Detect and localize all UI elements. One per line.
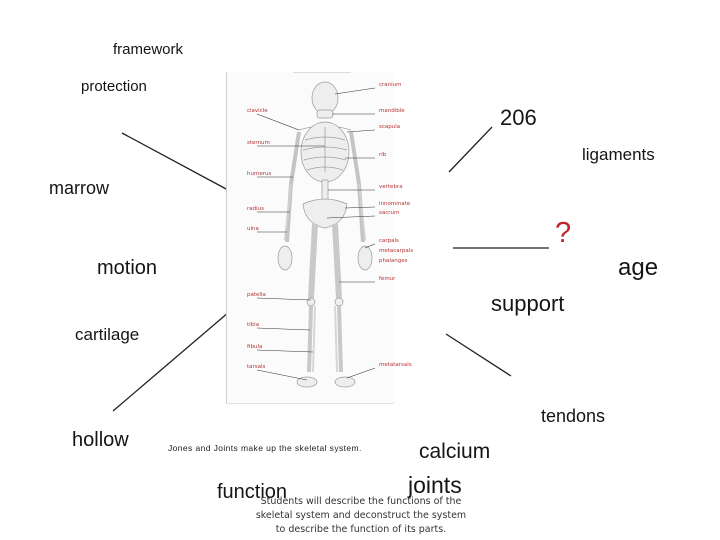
question-mark: ?: [555, 219, 571, 248]
word-cartilage: cartilage: [75, 325, 139, 345]
bone-label-tibia: tibia: [247, 322, 259, 328]
bone-label-phalanges: phalanges: [379, 258, 407, 264]
bone-label-metatarsals: metatarsals: [379, 362, 412, 368]
word-age: age: [618, 254, 658, 282]
bone-label-fibula: fibula: [247, 344, 262, 350]
bone-label-carpals: carpals: [379, 238, 399, 244]
bone-label-sacrum: sacrum: [379, 210, 399, 216]
word-hollow: hollow: [72, 429, 129, 452]
skeleton-drawing: [227, 72, 394, 403]
diagram-caption: Jones and Joints make up the skeletal sy…: [168, 443, 362, 453]
bone-label-innominate: innominate: [379, 201, 410, 207]
connector-line-206: [449, 127, 492, 172]
bone-label-femur: femur: [379, 276, 395, 282]
bone-label-tarsals: tarsals: [247, 364, 265, 370]
word-motion: motion: [97, 257, 157, 280]
bone-label-radius: radius: [247, 206, 264, 212]
connector-line-tendons: [446, 334, 511, 376]
word-marrow: marrow: [49, 178, 109, 199]
bone-label-patella: patella: [247, 292, 266, 298]
bone-label-vertebra: vertebra: [379, 184, 403, 190]
learning-objective: Students will describe the functions of …: [252, 495, 470, 537]
word-protection: protection: [81, 78, 147, 95]
bone-label-mandible: mandible: [379, 108, 405, 114]
bone-label-scapula: scapula: [379, 124, 400, 130]
word-support: support: [491, 291, 564, 317]
bone-label-cranium: cranium: [379, 82, 402, 88]
objective-line-2: skeletal system and deconstruct the syst…: [252, 509, 470, 523]
bone-label-clavicle: clavicle: [247, 108, 268, 114]
connector-line-marrow: [122, 133, 228, 190]
bone-label-humerus: humerus: [247, 171, 271, 177]
word-tendons: tendons: [541, 406, 605, 427]
bone-label-ulna: ulna: [247, 226, 259, 232]
word-calcium: calcium: [419, 440, 490, 464]
bone-label-sternum: sternum: [247, 140, 270, 146]
objective-line-3: to describe the function of its parts.: [252, 523, 470, 537]
word-framework: framework: [113, 41, 183, 58]
skeleton-diagram: clavicle sternum humerus radius ulna pat…: [226, 72, 394, 404]
word-206: 206: [500, 105, 537, 131]
objective-line-1: Students will describe the functions of …: [252, 495, 470, 509]
word-ligaments: ligaments: [582, 145, 655, 165]
bone-label-rib: rib: [379, 152, 386, 158]
bone-label-metacarpals: metacarpals: [379, 248, 413, 254]
